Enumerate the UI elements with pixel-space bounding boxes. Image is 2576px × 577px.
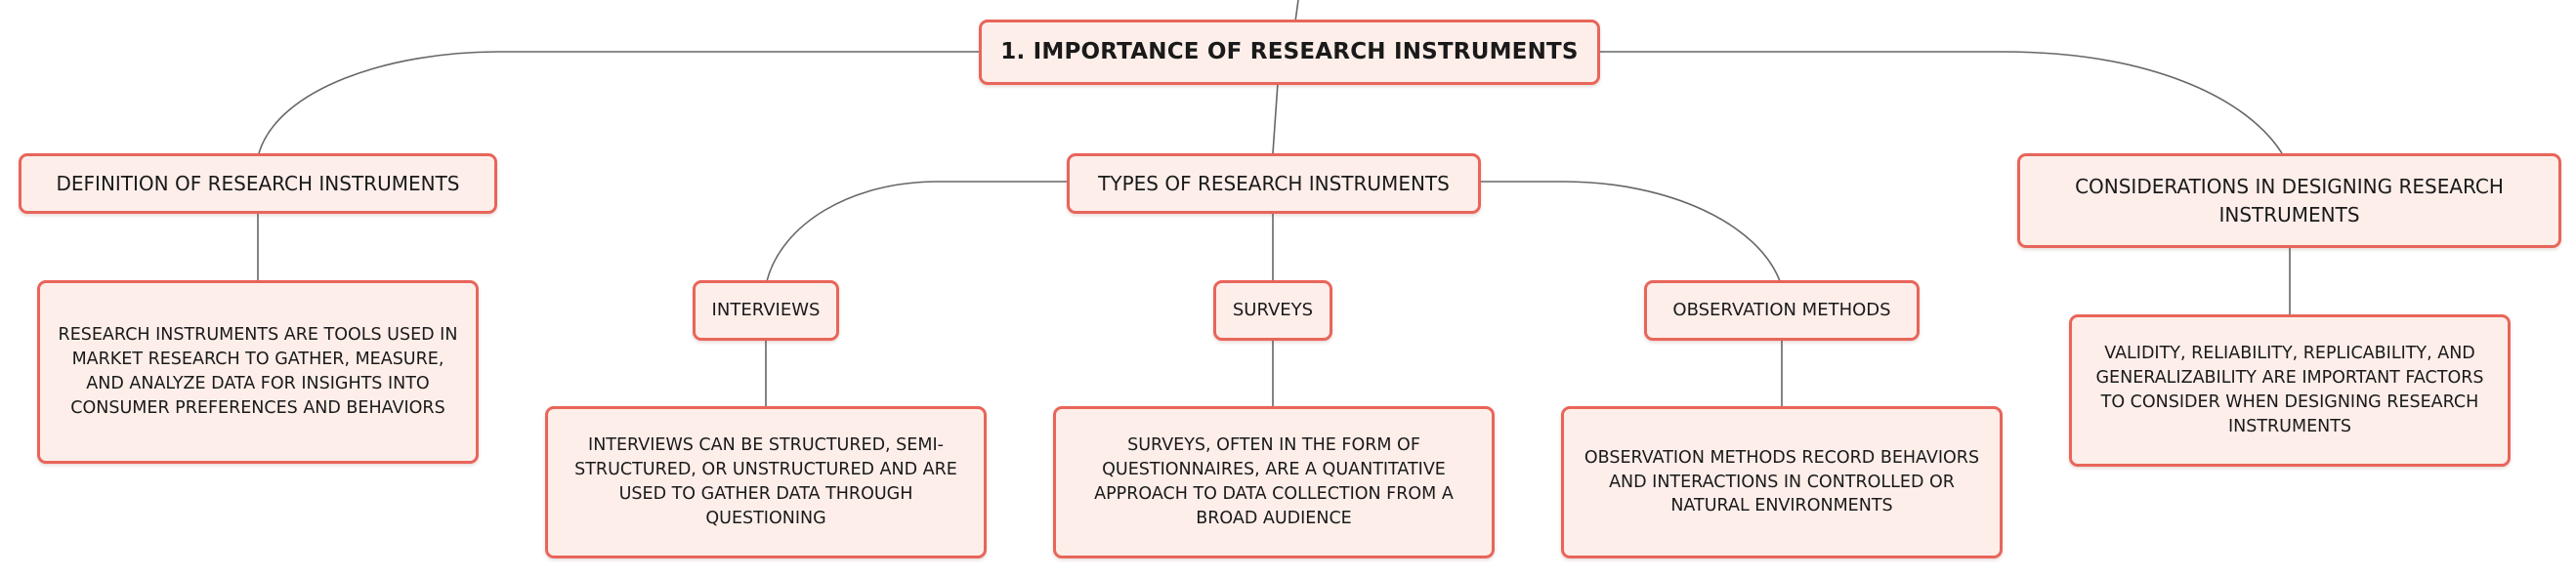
interviews-detail-text: INTERVIEWS CAN BE STRUCTURED, SEMI-STRUC… (574, 435, 957, 528)
surveys-node-label: SURVEYS (1232, 300, 1314, 321)
connector-types-to-interviews (766, 181, 1067, 282)
interviews-detail-node[interactable]: INTERVIEWS CAN BE STRUCTURED, SEMI-STRUC… (545, 406, 987, 558)
definition-node[interactable]: DEFINITION OF RESEARCH INSTRUMENTS (19, 153, 497, 214)
definition-node-label: DEFINITION OF RESEARCH INSTRUMENTS (56, 171, 460, 195)
connector-root-to-types (1272, 82, 1279, 154)
surveys-detail-node[interactable]: SURVEYS, OFTEN IN THE FORM OF QUESTIONNA… (1053, 406, 1495, 558)
surveys-detail-text: SURVEYS, OFTEN IN THE FORM OF QUESTIONNA… (1094, 435, 1454, 528)
considerations-node[interactable]: CONSIDERATIONS IN DESIGNING RESEARCH INS… (2017, 153, 2561, 248)
root-node-label: 1. IMPORTANCE OF RESEARCH INSTRUMENTS (1000, 39, 1579, 65)
observation-methods-node[interactable]: OBSERVATION METHODS (1644, 280, 1920, 341)
connector-root-to-parent (1294, 0, 1299, 22)
interviews-node[interactable]: INTERVIEWS (693, 280, 839, 341)
observation-detail-text: OBSERVATION METHODS RECORD BEHAVIORS AND… (1584, 447, 1980, 516)
connector-types-to-observation (1480, 181, 1781, 282)
definition-detail-node[interactable]: RESEARCH INSTRUMENTS ARE TOOLS USED IN M… (37, 280, 479, 464)
observation-methods-node-label: OBSERVATION METHODS (1672, 300, 1891, 321)
types-node-label: TYPES OF RESEARCH INSTRUMENTS (1098, 171, 1450, 195)
surveys-node[interactable]: SURVEYS (1213, 280, 1332, 341)
connector-root-to-definition (258, 51, 979, 154)
root-node[interactable]: 1. IMPORTANCE OF RESEARCH INSTRUMENTS (979, 20, 1600, 85)
definition-detail-text: RESEARCH INSTRUMENTS ARE TOOLS USED IN M… (58, 325, 458, 418)
considerations-detail-node[interactable]: VALIDITY, RELIABILITY, REPLICABILITY, AN… (2069, 314, 2511, 467)
considerations-detail-text: VALIDITY, RELIABILITY, REPLICABILITY, AN… (2095, 344, 2484, 436)
considerations-node-label: CONSIDERATIONS IN DESIGNING RESEARCH INS… (2075, 175, 2504, 227)
types-node[interactable]: TYPES OF RESEARCH INSTRUMENTS (1067, 153, 1481, 214)
interviews-node-label: INTERVIEWS (711, 300, 821, 321)
connector-root-to-considerations (1600, 51, 2283, 154)
observation-detail-node[interactable]: OBSERVATION METHODS RECORD BEHAVIORS AND… (1561, 406, 2003, 558)
